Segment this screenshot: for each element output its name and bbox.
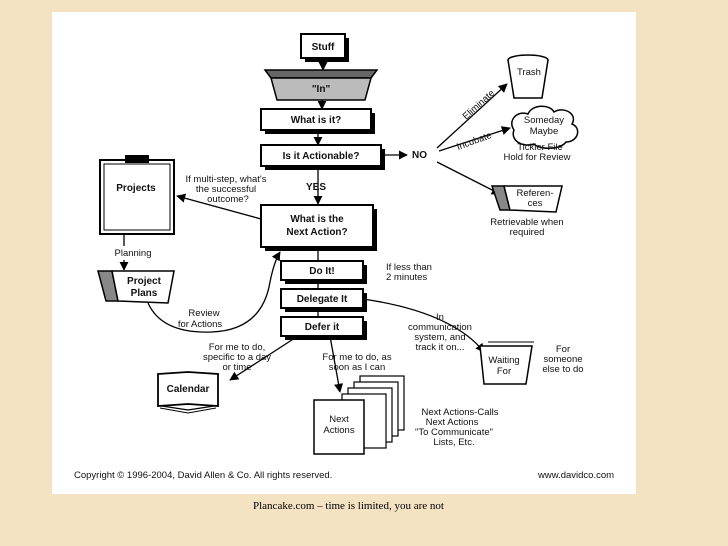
me-soon-label-2: soon as I can [329, 362, 386, 373]
someday-maybe-cloud: Someday Maybe [511, 105, 579, 149]
do-it-box: Do It! [280, 260, 367, 284]
trash-label: Trash [517, 67, 541, 78]
review-label-1: Review [188, 308, 219, 319]
hold-label: Hold for Review [503, 152, 570, 163]
in-tray: "In" [263, 69, 379, 101]
gtd-workflow-diagram: Stuff "In" What is it? Is it Actionable?… [74, 33, 614, 481]
projects-clipboard-icon: Projects [99, 155, 175, 235]
me-specific-label-1: For me to do, [209, 342, 266, 353]
in-comm-label-1: In [436, 312, 444, 323]
diagram-slide: Stuff "In" What is it? Is it Actionable?… [52, 12, 636, 494]
waiting-for-tray-icon: Waiting For [479, 341, 534, 385]
yes-label: YES [306, 182, 326, 193]
no-label: NO [412, 150, 427, 161]
planning-label: Planning [115, 248, 152, 259]
calendar-label: Calendar [167, 384, 210, 395]
slide-caption: Plancake.com – time is limited, you are … [253, 500, 444, 512]
project-plans-label-1: Project [127, 276, 162, 287]
trash-can-icon: Trash [507, 54, 549, 99]
multistep-label-1: If multi-step, what's [185, 174, 266, 185]
next-action-label-1: What is the [290, 214, 344, 225]
website-text: www.davidco.com [537, 470, 614, 481]
next-action-label-2: Next Action? [286, 227, 347, 238]
in-comm-label-2: communication [408, 322, 472, 333]
me-specific-label-2: specific to a day [203, 352, 271, 363]
incubate-label: Incubate [455, 130, 493, 153]
for-someone-label-1: For [556, 344, 570, 355]
lists-label-4: Lists, Etc. [433, 437, 474, 448]
tickler-label: Tickler File [517, 142, 563, 153]
me-soon-label-1: For me to do, as [322, 352, 391, 363]
in-comm-label-3: system, and [414, 332, 465, 343]
less-than-label-2: 2 minutes [386, 272, 427, 283]
lists-label-1: Next Actions-Calls [421, 407, 498, 418]
for-someone-label-3: else to do [542, 364, 583, 375]
stuff-box: Stuff [300, 33, 349, 62]
stuff-label: Stuff [312, 42, 335, 53]
calendar-book-icon: Calendar [157, 371, 219, 414]
someday-label: Someday [524, 115, 564, 126]
next-actions-label-1: Next [329, 414, 349, 425]
is-actionable-label: Is it Actionable? [283, 151, 360, 162]
lists-label-3: "To Communicate" [415, 427, 493, 438]
defer-it-label: Defer it [305, 322, 340, 333]
references-label-1: Referen- [517, 188, 554, 199]
review-label-2: for Actions [178, 319, 223, 330]
project-plans-label-2: Plans [131, 288, 158, 299]
retrievable-label: Retrievable when [490, 217, 563, 228]
copyright-text: Copyright © 1996-2004, David Allen & Co.… [74, 470, 332, 481]
delegate-it-label: Delegate It [297, 294, 348, 305]
waiting-label: Waiting [488, 355, 519, 366]
required-label: required [510, 227, 545, 238]
multistep-label-2: the successful [196, 184, 256, 195]
less-than-label-1: If less than [386, 262, 432, 273]
is-actionable-box: Is it Actionable? [260, 144, 385, 170]
in-comm-label-4: track it on... [415, 342, 464, 353]
next-action-box: What is the Next Action? [260, 204, 377, 251]
project-plans-folder-icon: Project Plans [97, 270, 175, 304]
eliminate-label: Eliminate [461, 88, 497, 122]
me-specific-label-3: or time [222, 362, 251, 373]
for-label: For [497, 366, 511, 377]
what-is-it-label: What is it? [291, 115, 342, 126]
do-it-label: Do It! [309, 266, 335, 277]
in-label: "In" [312, 84, 331, 95]
next-actions-label-2: Actions [323, 425, 354, 436]
what-is-it-box: What is it? [260, 108, 375, 134]
for-someone-label-2: someone [543, 354, 582, 365]
lists-label-2: Next Actions [426, 417, 479, 428]
delegate-it-box: Delegate It [280, 288, 367, 312]
references-label-2: ces [528, 198, 543, 209]
projects-label: Projects [116, 183, 156, 194]
references-folder-icon: Referen- ces [490, 185, 563, 213]
next-actions-lists-icon: Next Actions [313, 375, 405, 455]
defer-it-box: Defer it [280, 316, 367, 340]
maybe-label: Maybe [530, 126, 559, 137]
multistep-label-3: outcome? [207, 194, 249, 205]
